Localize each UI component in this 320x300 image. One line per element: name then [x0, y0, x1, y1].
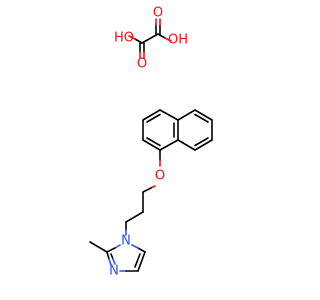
bond-c4-c5 [137, 251, 146, 272]
bond-c2-n3-inner [110, 253, 114, 260]
bond-naph-c5-c6-inner [194, 113, 209, 123]
oxalic-acid [128, 18, 172, 59]
bond-naph-c4-c4a [159, 109, 179, 121]
atom-label-n1: N [121, 234, 131, 249]
bond-n1-c2-blue [114, 244, 121, 249]
bond-c2-n3 [106, 251, 110, 260]
atom-label-ether-o: O [155, 169, 165, 184]
bond-oxalic-c-oh-left [134, 38, 143, 44]
propoxy-chain [125, 149, 161, 236]
bond-n1-c2 [106, 247, 116, 253]
bond-naph-c1-c2-inner [146, 137, 161, 147]
bond-c5-n1 [137, 247, 146, 253]
bond-naph-c1-c2 [142, 139, 161, 151]
bond-oxalic-c-oh-left-red [128, 35, 136, 40]
bond-ch2b-ch2c [125, 211, 144, 223]
bond-c2-n3-blue [108, 258, 112, 266]
bond-naph-c3-c4-inner [146, 113, 161, 123]
bond-oxalic-c-oh-right [157, 33, 166, 39]
naphthalene [142, 109, 213, 151]
bond-c2-methyl [89, 241, 108, 253]
atom-label-ho-left: HO [114, 31, 134, 46]
bond-oxalic-c-oh-right-red [164, 37, 172, 42]
bond-naph-c7-c8-inner [194, 137, 209, 147]
molecule-canvas: HO OH O O O N N [89, 5, 213, 279]
atom-label-oh-right: OH [168, 33, 188, 48]
bond-naph-c4a-c5 [177, 109, 196, 121]
structure-drawing: HO OH O O O N N [89, 6, 213, 279]
bond-c4-c5-inner [134, 253, 141, 268]
bond-naph-c3-c4 [142, 109, 161, 121]
bond-naph-c8a-c1 [159, 139, 179, 151]
atom-label-o-bottom-left: O [137, 57, 147, 72]
bond-c5-n1-blue [131, 244, 139, 249]
imidazole-ring [89, 241, 146, 272]
bond-o-ch2a [142, 187, 152, 193]
bond-naph-c8-c8a [177, 139, 196, 151]
bond-naph-c7-c8 [194, 139, 213, 151]
atom-label-o-top-right: O [153, 6, 163, 21]
atom-label-n3: N [109, 264, 119, 279]
bond-naph-c5-c6 [194, 109, 213, 121]
bond-c2-n3-inner-blue [112, 258, 116, 265]
bond-oxalic-cc [141, 33, 159, 44]
